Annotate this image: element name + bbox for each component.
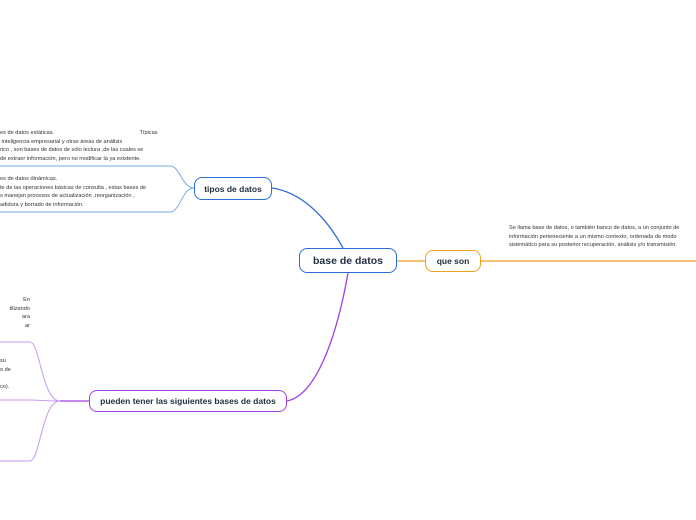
node-tipos-de-datos[interactable]: tipos de datos: [194, 177, 272, 200]
connector-tipos-estaticas: [0, 165, 195, 189]
node-queson-label: que son: [436, 256, 470, 266]
note-que-son: Se llama base de datos, o también banco …: [509, 225, 680, 249]
root-node-label: base de datos: [312, 254, 384, 267]
note-dinamicas: es de datos dinámicas. te de las operaci…: [0, 176, 147, 208]
node-tipos-label: tipos de datos: [204, 183, 262, 194]
connector-pueden-sub1: [0, 341, 61, 402]
connector-root-tipos: [271, 187, 344, 249]
note-fragment-1: En tilizando ara ar: [9, 297, 30, 329]
node-que-son[interactable]: que son: [425, 250, 481, 272]
connector-pueden-sub3: [0, 400, 61, 462]
note-estaticas: es de datos estáticas. Típicas inteligen…: [0, 130, 158, 162]
connector-root-pueden: [286, 272, 349, 402]
note-fragment-2: su o de co).: [0, 358, 11, 390]
node-pueden-label: pueden tener las siguientes bases de dat…: [100, 396, 276, 406]
node-pueden-tener[interactable]: pueden tener las siguientes bases de dat…: [89, 390, 287, 412]
connector-pueden-sub2: [0, 399, 61, 402]
root-node[interactable]: base de datos: [299, 248, 397, 273]
connector-tipos-dinamicas: [0, 187, 195, 213]
